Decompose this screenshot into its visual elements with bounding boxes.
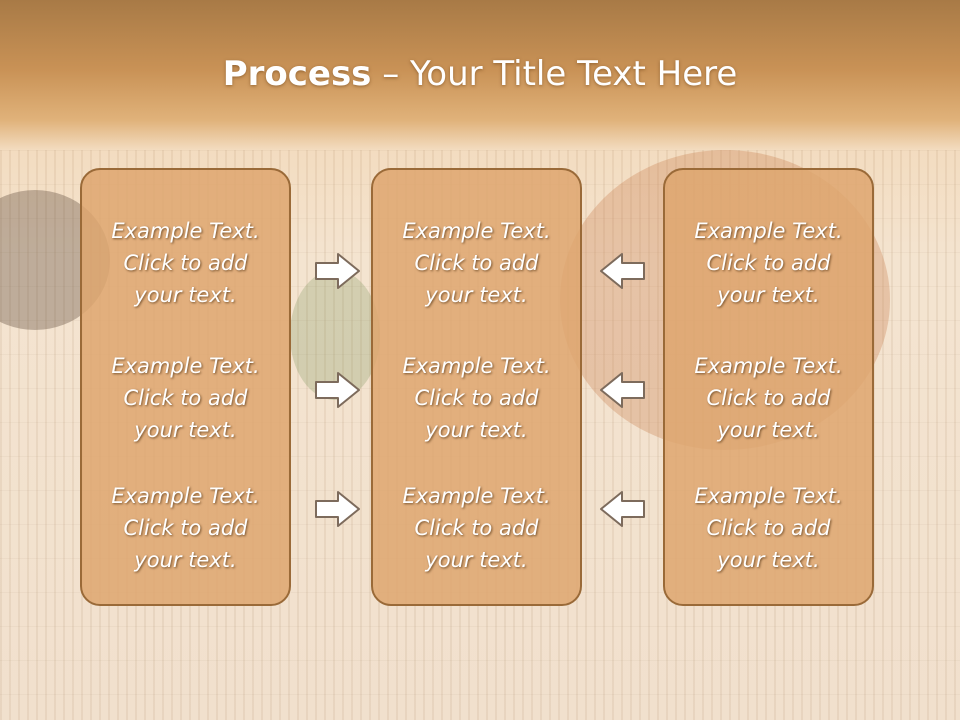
arrow-left-icon (600, 372, 645, 408)
process-box-1[interactable]: Example Text. Click to add your text. Ex… (80, 168, 291, 606)
arrow-right-icon (315, 372, 360, 408)
process-box-3[interactable]: Example Text. Click to add your text. Ex… (663, 168, 874, 606)
box-2-text-3[interactable]: Example Text. Click to add your text. (402, 484, 551, 572)
box-3-text-1[interactable]: Example Text. Click to add your text. (694, 219, 843, 307)
arrow-right-icon (315, 253, 360, 289)
box-3-text-3[interactable]: Example Text. Click to add your text. (694, 484, 843, 572)
box-3-text-2[interactable]: Example Text. Click to add your text. (694, 354, 843, 442)
process-box-2[interactable]: Example Text. Click to add your text. Ex… (371, 168, 582, 606)
box-1-text-3[interactable]: Example Text. Click to add your text. (111, 484, 260, 572)
box-1-text-1[interactable]: Example Text. Click to add your text. (111, 219, 260, 307)
arrow-left-icon (600, 491, 645, 527)
box-2-text-1[interactable]: Example Text. Click to add your text. (402, 219, 551, 307)
mint-leaves-image (290, 270, 380, 400)
title-bold: Process (222, 54, 372, 94)
box-1-text-2[interactable]: Example Text. Click to add your text. (111, 354, 260, 442)
slide-title[interactable]: Process – Your Title Text Here (0, 54, 960, 94)
arrow-left-icon (600, 253, 645, 289)
title-rest: – Your Title Text Here (371, 54, 738, 94)
box-2-text-2[interactable]: Example Text. Click to add your text. (402, 354, 551, 442)
arrow-right-icon (315, 491, 360, 527)
